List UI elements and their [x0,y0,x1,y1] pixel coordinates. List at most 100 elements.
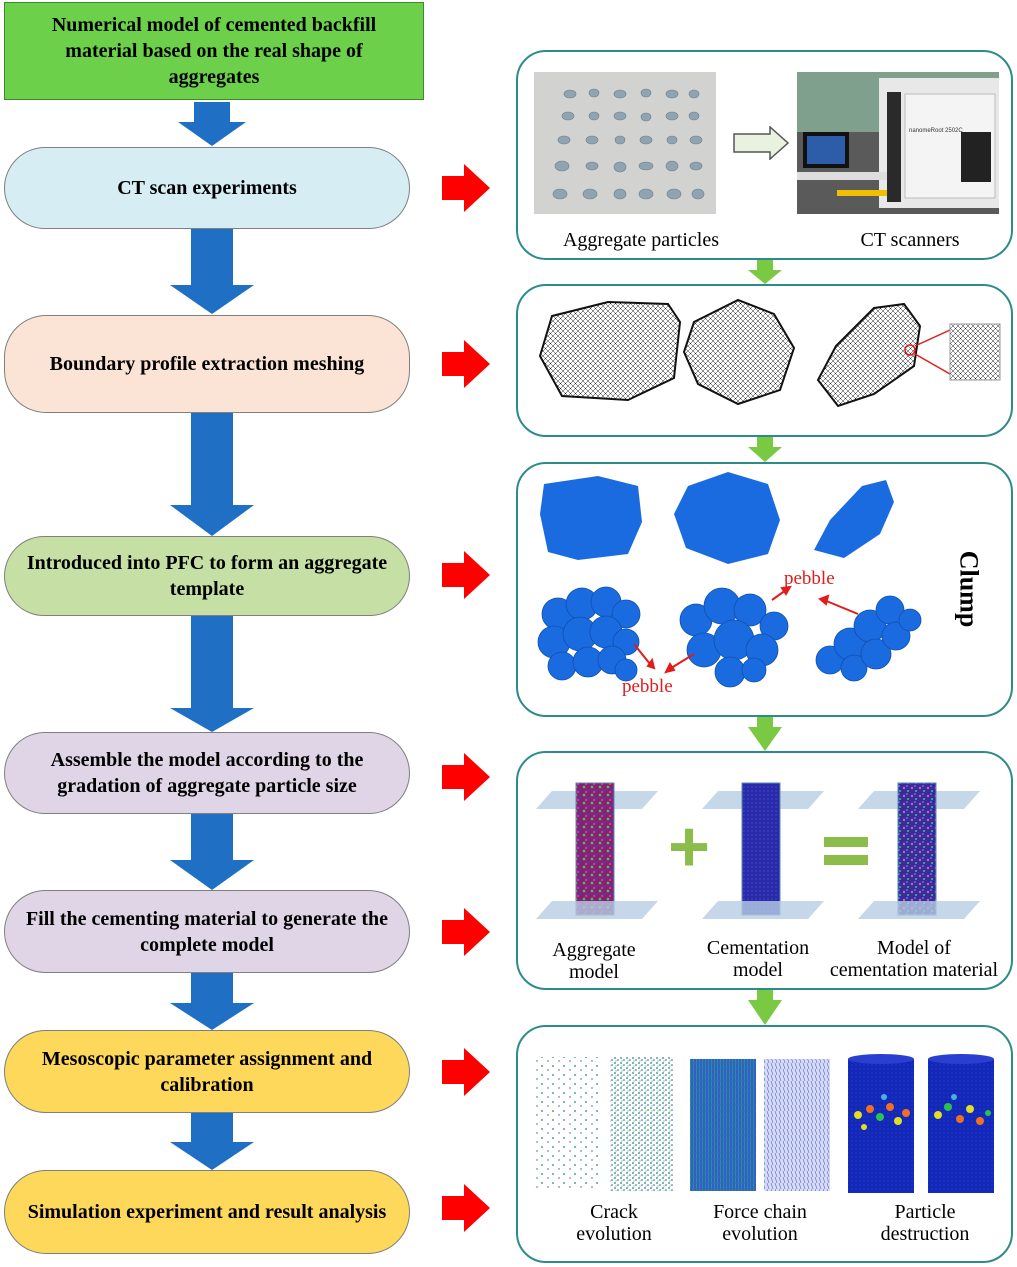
step-boundary-meshing: Boundary profile extraction meshing [4,315,410,413]
caption-line: Aggregate [552,939,636,961]
plus-sign: + [668,807,710,887]
scanner-brand-text: nanomeRoot 2502C [909,128,963,134]
ct-scanner-photo: nanomeRoot 2502C [797,72,999,214]
clump-particle-1 [540,476,642,560]
clump-panel: pebble pebble Clump [516,462,1013,717]
step-label: CT scan experiments [117,177,297,199]
flow-arrows [170,102,254,1170]
mesh-particle-2 [682,298,796,406]
clump-particle-3 [814,480,894,558]
pebble-label-2: pebble [622,676,673,697]
caption-line: evolution [576,1223,652,1245]
caption-line: Force chain [713,1201,807,1223]
step-mesoscopic-calibration: Mesoscopic parameter assignment and cali… [4,1030,410,1113]
caption-cementation-model: Cementation model [698,937,818,981]
particle-sample-2 [928,1054,994,1193]
particle-row-3 [557,135,703,145]
mesh-zoom-box [949,323,1001,381]
clump-illustration [537,472,922,688]
cementation-material-figure [858,782,980,919]
cementation-model-figure [702,782,824,919]
pebble-label-1: pebble [784,568,835,589]
crack-sample-1 [536,1057,600,1191]
caption-cementation-material: Model of cementation material [818,937,1010,981]
pebble-cluster-1 [537,586,641,682]
caption-line: Crack [590,1201,638,1223]
step-label: Simulation experiment and result analysi… [27,1201,387,1223]
caption-line: model [733,959,783,981]
caption-line: Cementation [706,937,810,959]
force-sample-1 [690,1059,756,1191]
caption-ct-scanners: CT scanners [860,229,960,251]
step-pfc-template: Introduced into PFC to form an aggregate… [4,536,410,616]
right-arrow-7 [442,1184,490,1232]
down-arrow-3 [170,412,254,536]
particle-row-1 [563,88,700,99]
assembly-illustration: + [536,782,980,919]
connector-arrow-4 [748,990,782,1025]
right-arrow-1 [442,164,490,212]
zoom-circle [904,344,916,356]
step-fill-cement: Fill the cementing material to generate … [4,890,410,973]
crack-sample-2 [610,1057,674,1191]
caption-aggregate-model: Aggregate model [544,939,644,983]
aggregate-model-figure [536,782,658,919]
down-arrow-6 [170,972,254,1030]
particle-row-2 [561,111,700,122]
step-ct-scan: CT scan experiments [4,147,410,229]
caption-line: destruction [880,1223,970,1245]
right-arrow-3 [442,551,490,599]
right-arrow-4 [442,753,490,801]
connector-arrow-1 [748,260,782,284]
mesh-particle-1 [538,300,682,402]
right-arrows [442,164,490,1232]
connector-arrow-2 [748,437,782,462]
pebble-cluster-2 [679,587,789,688]
down-arrow-4 [170,615,254,732]
step-simulation-analysis: Simulation experiment and result analysi… [4,1170,410,1254]
caption-particle-destruction: Particle destruction [852,1201,998,1245]
right-arrow-5 [442,908,490,956]
step-assemble-model: Assemble the model according to the grad… [4,732,410,814]
mesh-illustration [538,298,1001,408]
step-label: Boundary profile extraction meshing [49,353,365,375]
mesh-panel [516,284,1013,437]
particle-row-5 [552,188,705,200]
ct-panel: nanomeRoot 2502C Aggregate particles CT … [516,50,1013,260]
results-panel: Crack evolution Force chain evolution Pa… [516,1025,1013,1263]
step-label: Mesoscopic parameter assignment and cali… [41,1047,373,1096]
results-illustration [536,1054,994,1193]
mesh-particle-3 [816,302,922,408]
step-label: Fill the cementing material to generate … [25,907,389,956]
particle-row-4 [554,160,703,173]
equals-sign [824,837,868,865]
clump-side-label: Clump [948,524,988,654]
right-arrow-2 [442,340,490,388]
ct-scanner-illustration [797,72,999,214]
particle-sample-1 [848,1054,914,1193]
caption-line: Particle [894,1201,956,1223]
aggregate-photo [534,72,716,214]
caption-force-chain-evolution: Force chain evolution [690,1201,830,1245]
clump-particle-2 [674,472,780,564]
caption-line: evolution [722,1223,798,1245]
caption-aggregate-particles: Aggregate particles [562,229,720,251]
connector-arrow-3 [748,717,782,751]
pebble-cluster-3 [815,595,922,682]
caption-line: Model of [877,937,951,959]
force-sample-2 [764,1059,830,1191]
caption-line: cementation material [829,959,999,981]
down-arrow-7 [170,1112,254,1170]
down-arrow-1 [178,102,246,146]
assembly-panel: + Aggregate model Cementation model Mode… [516,751,1013,990]
down-arrow-2 [170,228,254,314]
step-label: Introduced into PFC to form an aggregate… [26,552,388,600]
flow-title: Numerical model of cemented backfill mat… [4,2,424,100]
down-arrow-5 [170,813,254,890]
caption-line: model [569,961,619,983]
step-label: Assemble the model according to the grad… [50,749,364,797]
right-arrow-6 [442,1048,490,1096]
hollow-arrow [733,126,790,160]
clump-text: Clump [954,550,984,628]
caption-crack-evolution: Crack evolution [554,1201,674,1245]
